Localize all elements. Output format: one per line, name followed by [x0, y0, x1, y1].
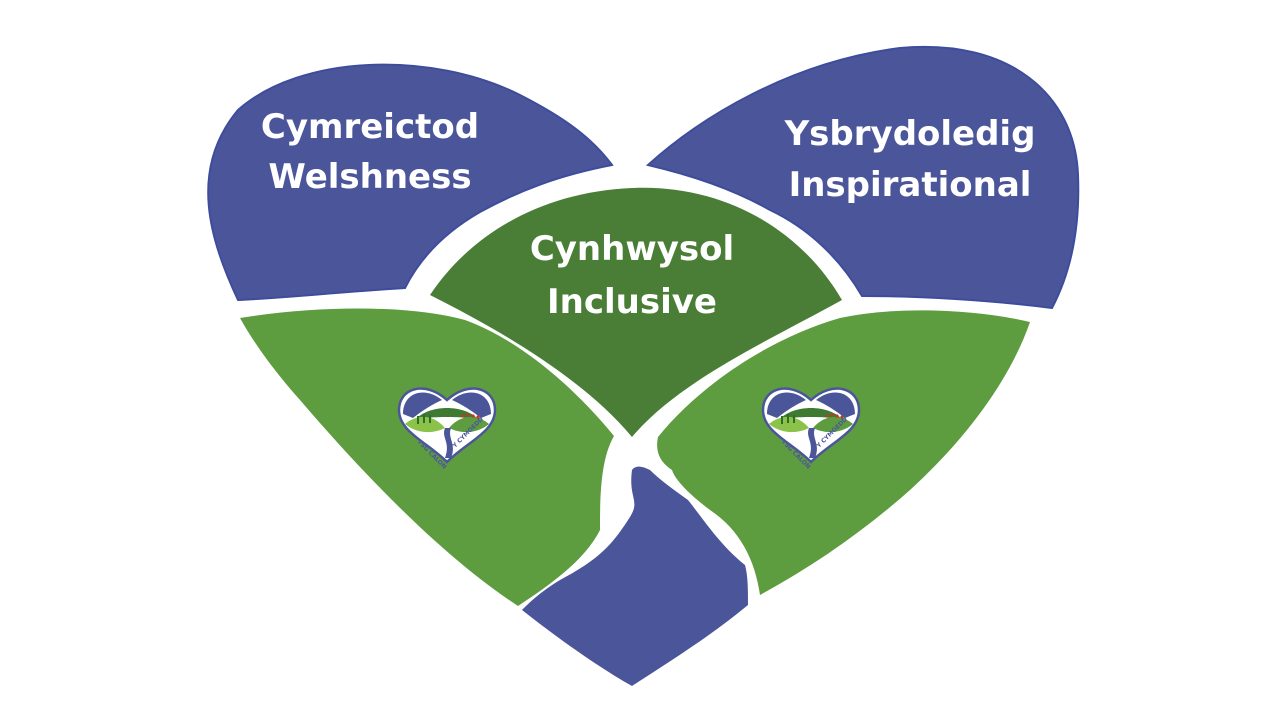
label-inclusive-en: Inclusive [547, 282, 717, 322]
label-inspirational-en: Inspirational [789, 165, 1032, 205]
label-inclusive-cy: Cynhwysol [530, 229, 734, 269]
label-welshness-cy: Cymreictod [261, 107, 479, 147]
segment-welshness [207, 63, 614, 302]
label-inspirational-cy: Ysbrydoledig [784, 114, 1036, 154]
label-welshness-en: Welshness [268, 157, 471, 197]
segment-inclusive [430, 187, 842, 437]
river-segment [522, 466, 748, 686]
segment-bottom-right [657, 310, 1030, 595]
segment-bottom-left [240, 308, 614, 606]
segment-inspirational [645, 45, 1080, 310]
